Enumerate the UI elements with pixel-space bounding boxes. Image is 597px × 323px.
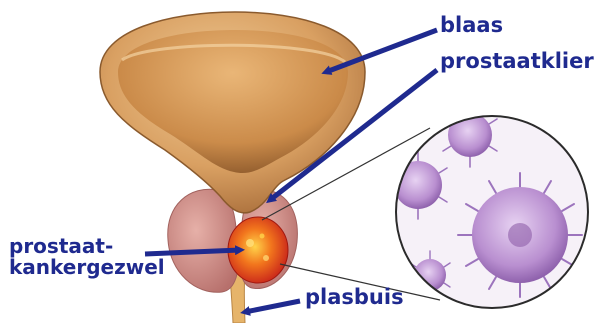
label-prostate: prostaatklier xyxy=(440,50,594,72)
bladder xyxy=(100,12,365,213)
label-tumor-line2: kankergezwel xyxy=(9,257,165,278)
arrow-plasbuis xyxy=(245,301,300,312)
label-tumor-line1: prostaat- xyxy=(9,236,165,257)
label-bladder: blaas xyxy=(440,14,503,36)
label-tumor: prostaat- kankergezwel xyxy=(9,236,165,278)
label-urethra: plasbuis xyxy=(305,286,404,308)
